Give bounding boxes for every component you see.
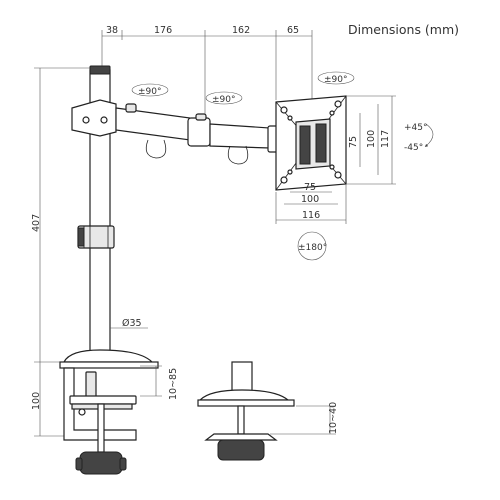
dim-100-base-label: 100 [31,392,42,410]
dim-162-label: 162 [232,25,250,36]
rotation-arm-joint-2-label: ±90° [212,95,236,105]
dim-diameter-label: Ø35 [122,318,142,329]
rotation-180-label: ±180° [298,243,327,253]
dim-h75-label: 75 [348,136,359,148]
rotation-arrow-tilt [424,123,434,147]
diagram-title: Dimensions (mm) [348,22,459,37]
rotation-arrow-arm-joint-1 [131,83,169,97]
arm [71,99,291,165]
grommet-base [197,361,295,461]
grommet-range-dimension [270,405,336,435]
rotation-arrow-360 [297,231,327,261]
dim-176-label: 176 [154,25,172,36]
dim-clamp-range-label: 10~85 [168,368,179,400]
dim-w116-label: 116 [302,210,320,221]
dim-38-label: 38 [106,25,118,36]
vesa-plate [275,95,347,191]
dim-w100-label: 100 [301,194,319,205]
dim-407-label: 407 [31,214,42,232]
dim-w75-label: 75 [304,182,316,193]
rotation-arm-joint-1-label: ±90° [138,87,162,97]
top-dimension-line [101,30,313,125]
c-clamp-base [59,349,159,475]
clamp-range-dimension [140,365,162,397]
rotation-head-swivel-label: ±90° [324,75,348,85]
vesa-width-dimensions [275,184,347,224]
dim-h100-label: 100 [366,130,377,148]
rotation-arrow-head-swivel [317,71,355,85]
dim-h117-label: 117 [380,130,391,148]
vesa-height-dimensions [346,95,396,185]
rotation-tilt-down-label: -45° [404,143,423,153]
dim-65-label: 65 [287,25,299,36]
dim-grommet-range-label: 10~40 [328,402,339,434]
rotation-tilt-up-label: +45° [404,123,428,133]
rotation-arrow-arm-joint-2 [205,91,243,105]
